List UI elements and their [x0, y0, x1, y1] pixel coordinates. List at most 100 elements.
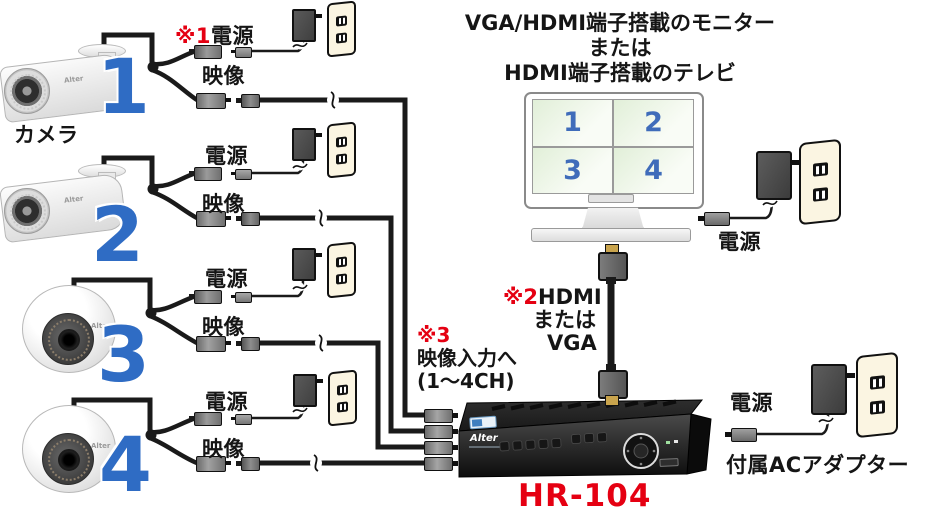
- power-label-4: 電源: [205, 390, 248, 414]
- dvr-adapter-label: 付属ACアダプター: [726, 453, 910, 477]
- dc-plug-icon: [231, 292, 252, 303]
- socket-icon: [336, 31, 347, 44]
- camera-number-2: 2: [91, 190, 144, 279]
- monitor-power-outlet-icon: [799, 138, 841, 226]
- dc-connector-pair-3: [189, 290, 252, 304]
- dvr-jog-ticks: [626, 436, 656, 466]
- camera-lens: [58, 449, 80, 471]
- camera-ir-leds: [10, 74, 46, 110]
- socket-icon: [336, 272, 347, 285]
- dvr-recorder: Alter: [458, 399, 712, 478]
- monitor-button-bar: [588, 194, 634, 203]
- dvr-bnc-input-3: [424, 441, 458, 455]
- dvr-led-green: [666, 441, 670, 444]
- dc-jack-icon: [189, 167, 222, 181]
- ac-adapter-icon-3: [292, 248, 322, 281]
- bnc-female-icon: [236, 212, 260, 226]
- dvr-sticker: [469, 415, 497, 430]
- power-cord-3: [252, 278, 305, 298]
- hdmi-note-conjunction: または: [533, 308, 596, 332]
- bnc-connector-pair-2: [196, 211, 260, 227]
- monitor-quadrant-4: 4: [614, 147, 693, 193]
- monitor-stand-base: [531, 228, 691, 242]
- ac-adapter-icon-1: [292, 9, 322, 42]
- camera-number-4: 4: [99, 420, 152, 509]
- socket-icon: [336, 14, 347, 27]
- bnc-female-icon: [236, 457, 260, 471]
- bnc-connector-pair-4: [196, 456, 260, 472]
- power-outlet-icon-4: [328, 369, 357, 427]
- power-outlet-icon-1: [327, 0, 356, 58]
- video-label-3: 映像: [202, 315, 245, 339]
- hdmi-plug-tip: [605, 395, 619, 406]
- video-label-1: 映像: [202, 64, 245, 88]
- bnc-female-icon: [236, 337, 260, 351]
- dvr-power-outlet-icon: [856, 351, 898, 439]
- power-label-1: ※1電源: [175, 24, 255, 48]
- socket-icon: [812, 187, 828, 202]
- dc-connector-pair-1: [189, 45, 252, 59]
- dvr-buttons: [499, 432, 608, 452]
- video-input-note-line2: (1〜4CH): [417, 369, 515, 393]
- socket-icon: [869, 400, 885, 415]
- hdmi-note-option2: VGA: [547, 331, 597, 355]
- monitor-title: VGA/HDMI端子搭載のモニター または HDMI端子搭載のテレビ: [440, 11, 800, 86]
- power-outlet-icon-3: [327, 241, 356, 299]
- cable-break-marks: [310, 91, 339, 472]
- camera-2: Alter: [0, 160, 152, 245]
- hdmi-connector-bottom-icon: [598, 364, 628, 406]
- dvr-model-label: HR-104: [518, 478, 652, 514]
- dvr-usb-port: [659, 458, 679, 467]
- camera-brand-logo: Alter: [63, 194, 84, 205]
- monitor-quadrant-2: 2: [614, 100, 693, 146]
- socket-icon: [336, 135, 347, 148]
- bnc-male-icon: [196, 211, 231, 227]
- bnc-connector-pair-3: [196, 336, 260, 352]
- hdmi-plug-body: [598, 370, 628, 399]
- power-outlet-icon-2: [327, 121, 356, 179]
- socket-icon: [337, 383, 348, 396]
- video-input-note: ※3 映像入力へ (1〜4CH): [417, 324, 517, 393]
- hdmi-connector-top-icon: [598, 244, 628, 284]
- dc-connector-pair-4: [189, 412, 252, 426]
- dvr-power-plug-icon: [725, 428, 757, 442]
- bnc-male-icon: [196, 336, 231, 352]
- hdmi-note-mark: ※2: [503, 285, 539, 309]
- dc-jack-icon: [189, 45, 222, 59]
- socket-icon: [336, 255, 347, 268]
- ac-adapter-icon-4: [293, 374, 323, 407]
- camera-brand-logo: Alter: [91, 322, 111, 330]
- cord-squiggles: [292, 40, 834, 425]
- dvr-bnc-input-4: [424, 457, 458, 471]
- dc-jack-icon: [189, 412, 222, 426]
- camera-ir-leds: [48, 439, 90, 481]
- dc-connector-pair-2: [189, 167, 252, 181]
- camera-number-1: 1: [97, 42, 150, 131]
- monitor-quadrant-3: 3: [533, 147, 612, 193]
- dvr-led-white: [674, 440, 678, 443]
- dvr-power-label: 電源: [730, 391, 773, 415]
- dc-plug-icon: [231, 169, 252, 180]
- monitor-ac-adapter-icon: [756, 151, 800, 200]
- monitor-power-label: 電源: [718, 230, 761, 254]
- power-note-1: ※1: [175, 24, 212, 48]
- ac-adapter-icon-2: [292, 128, 322, 161]
- monitor-title-line2: または: [588, 36, 652, 60]
- monitor-power-cord: [729, 197, 774, 220]
- camera-3: Alter: [20, 281, 125, 376]
- bnc-connector-pair-1: [196, 93, 260, 109]
- power-label-3: 電源: [205, 267, 248, 291]
- bnc-male-icon: [196, 456, 231, 472]
- hdmi-plug-neck: [606, 277, 616, 284]
- video-input-note-mark: ※3: [417, 323, 451, 347]
- socket-icon: [812, 162, 828, 177]
- recorder-power-cord: [757, 413, 830, 436]
- fork-joints: [145, 61, 159, 441]
- camera-brand-logo: Alter: [63, 74, 84, 85]
- video-input-note-line1: 映像入力へ: [417, 346, 517, 370]
- camera-1: Alter: [0, 40, 152, 125]
- socket-icon: [869, 375, 885, 390]
- pigtail-forks: [149, 48, 199, 466]
- dvr-ac-adapter-icon: [811, 364, 855, 415]
